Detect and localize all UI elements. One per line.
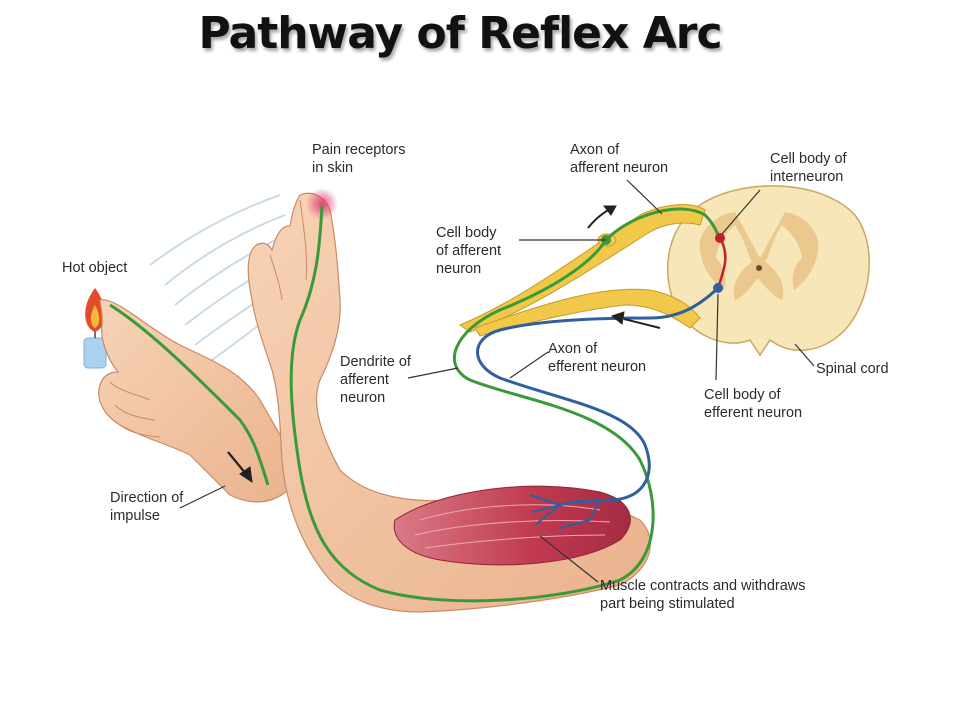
svg-text:neuron: neuron	[340, 390, 385, 406]
svg-text:Cell body: Cell body	[436, 225, 497, 241]
leader-lines	[179, 179, 815, 583]
svg-text:efferent neuron: efferent neuron	[548, 359, 646, 375]
efferent-cell-body	[713, 283, 723, 293]
slide-title: Pathway of Reflex Arc	[198, 8, 722, 59]
label-cell-body-afferent: Cell body of afferent neuron	[436, 225, 501, 277]
label-axon-afferent: Axon of afferent neuron	[570, 142, 668, 176]
arm-original-position	[98, 299, 301, 503]
svg-text:part being stimulated: part being stimulated	[600, 596, 735, 612]
svg-text:Axon of: Axon of	[570, 142, 620, 158]
direction-arrows	[227, 205, 661, 484]
svg-text:interneuron: interneuron	[770, 169, 843, 185]
svg-text:efferent neuron: efferent neuron	[704, 405, 802, 421]
label-hot-object: Hot object	[62, 260, 127, 276]
label-spinal-cord: Spinal cord	[816, 361, 889, 377]
efferent-nerve-endings	[529, 494, 601, 529]
motion-lines	[149, 194, 286, 366]
svg-text:neuron: neuron	[436, 261, 481, 277]
pain-receptor-glow	[306, 188, 338, 220]
label-cell-body-efferent: Cell body of efferent neuron	[704, 387, 802, 421]
label-dendrite-afferent: Dendrite of afferent neuron	[340, 354, 412, 406]
svg-text:in skin: in skin	[312, 160, 353, 176]
svg-text:afferent neuron: afferent neuron	[570, 160, 668, 176]
svg-text:Cell body of: Cell body of	[770, 151, 848, 167]
svg-text:Axon of: Axon of	[548, 341, 598, 357]
svg-text:impulse: impulse	[110, 508, 160, 524]
svg-text:Direction of: Direction of	[110, 490, 184, 506]
label-cell-body-interneuron: Cell body of interneuron	[770, 151, 848, 185]
svg-text:Dendrite of: Dendrite of	[340, 354, 412, 370]
svg-text:Hot object: Hot object	[62, 260, 127, 276]
interneuron-cell-body	[715, 233, 725, 243]
svg-text:Spinal cord: Spinal cord	[816, 361, 889, 377]
label-direction-impulse: Direction of impulse	[110, 490, 184, 524]
label-pain-receptors: Pain receptors in skin	[312, 142, 406, 176]
svg-text:Cell body of: Cell body of	[704, 387, 782, 403]
label-muscle-contracts: Muscle contracts and withdraws part bein…	[600, 578, 806, 612]
svg-text:afferent: afferent	[340, 372, 389, 388]
efferent-neuron-path	[476, 286, 720, 507]
muscle	[393, 485, 631, 566]
svg-text:Pain receptors: Pain receptors	[312, 142, 406, 158]
label-axon-efferent: Axon of efferent neuron	[548, 341, 646, 375]
hot-object-candle	[83, 288, 107, 369]
svg-text:of afferent: of afferent	[436, 243, 501, 259]
svg-text:Muscle contracts and withdraws: Muscle contracts and withdraws	[600, 578, 806, 594]
